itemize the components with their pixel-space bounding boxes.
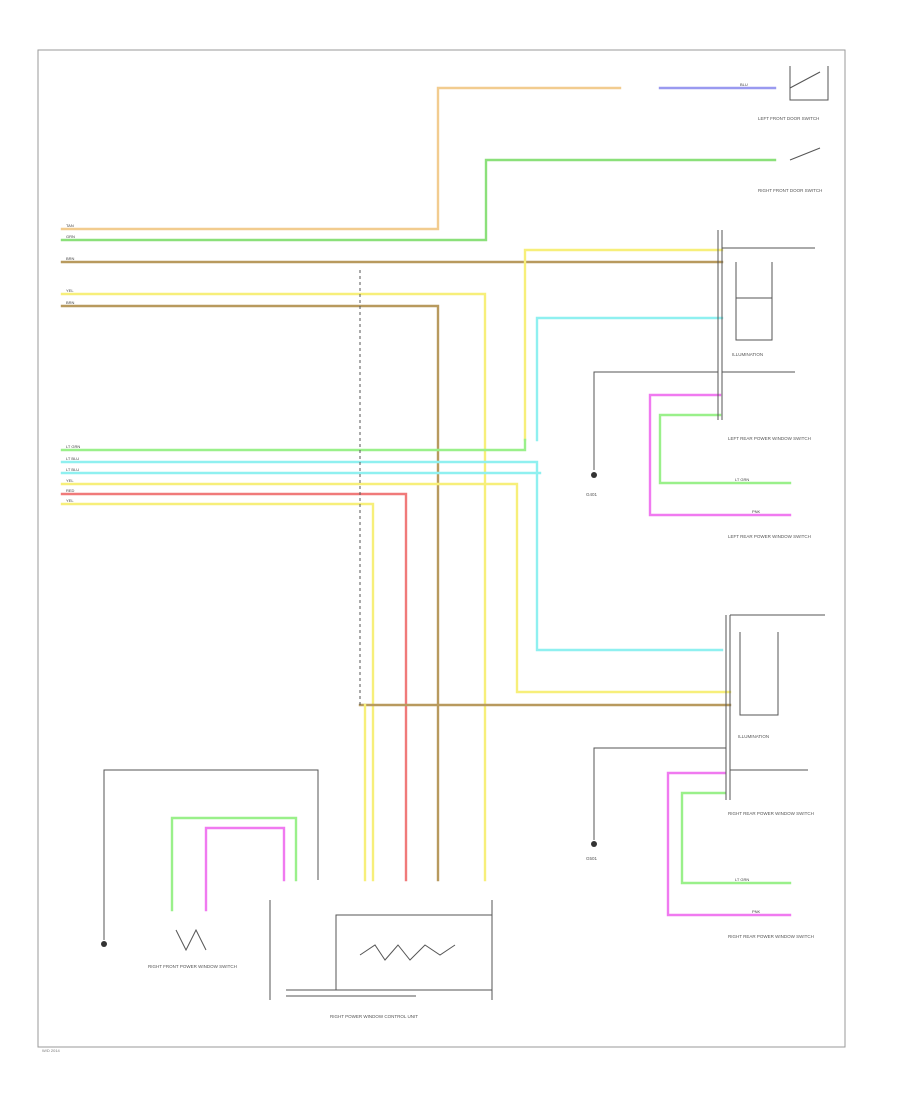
page-code: W/D 2014 [42,1048,61,1053]
left-door-switch-arm [789,71,821,89]
illum-lower-box [739,632,779,716]
label-red: RED [66,488,75,493]
label-brown: BRN [66,256,75,261]
left-door-switch-shape [789,66,829,101]
wire-cyan-upper [535,316,724,442]
label-yellow-3: YEL [66,498,74,503]
wire-yellow-down [60,292,487,882]
wire-ltgreen-rr [680,791,792,885]
wire-yellow-illum [523,248,724,442]
wire-green-door [60,158,777,242]
ground-symbol-lower [591,841,597,847]
label-green: GRN [66,234,75,239]
wire-brown-down [60,304,440,882]
wire-ltgreen-bundle [60,438,527,452]
control-unit-wave [359,944,456,961]
label-ground-right: G501 [586,856,598,861]
label-ltgreen-rr: LT GRN [735,877,749,882]
label-illumination-upper: ILLUMINATION [732,352,763,357]
label-right-front-door-switch: RIGHT FRONT DOOR SWITCH [758,188,822,193]
label-ltgreen: LT GRN [66,444,80,449]
rf-switch-shape [175,928,207,952]
label-cyan-2: LT BLU [66,467,79,472]
wire-ltgreen-lr [658,413,792,485]
wire-red-bundle [60,492,408,882]
right-door-switch-arm [789,147,821,161]
gnd-wire-lr [103,769,319,940]
wire-tan-door [60,86,622,231]
label-blue: BLU [740,82,748,87]
label-ltgreen-lr: LT GRN [735,477,749,482]
ground-symbol-upper [591,472,597,478]
label-lr-switch-a: LEFT REAR POWER WINDOW SWITCH [728,436,811,441]
wire-yellow-bundle-2 [60,502,375,882]
label-pink-lr: PNK [752,509,761,514]
label-control-unit: RIGHT POWER WINDOW CONTROL UNIT [330,1014,418,1019]
label-illumination-lower: ILLUMINATION [738,734,769,739]
label-brown-2: BRN [66,300,75,305]
illum-upper-box [735,262,773,341]
label-tan: TAN [66,223,74,228]
label-rr-switch-a: RIGHT REAR POWER WINDOW SWITCH [728,811,814,816]
wire-pink-rr [666,771,792,917]
label-ground-left: G401 [586,492,598,497]
gnd-wire-right [593,747,726,840]
wire-pink-rf [204,826,286,912]
wire-ltgreen-rf [170,816,298,912]
gnd-wire-left [593,371,718,470]
label-rf-switch: RIGHT FRONT POWER WINDOW SWITCH [148,964,237,969]
label-yellow: YEL [66,288,74,293]
control-unit-box [335,914,493,991]
wire-pink-lr [648,393,792,517]
wire-yellow-bundle [60,482,732,694]
label-pink-rr: PNK [752,909,761,914]
label-rr-switch-b: RIGHT REAR POWER WINDOW SWITCH [728,934,814,939]
diagram-frame [37,49,846,1048]
label-cyan: LT BLU [66,456,79,461]
ground-symbol-left [101,941,107,947]
label-left-front-door-switch: LEFT FRONT DOOR SWITCH [758,116,819,121]
label-lr-switch-b: LEFT REAR POWER WINDOW SWITCH [728,534,811,539]
wire-cyan-bundle [60,460,724,652]
label-yellow-2: YEL [66,478,74,483]
